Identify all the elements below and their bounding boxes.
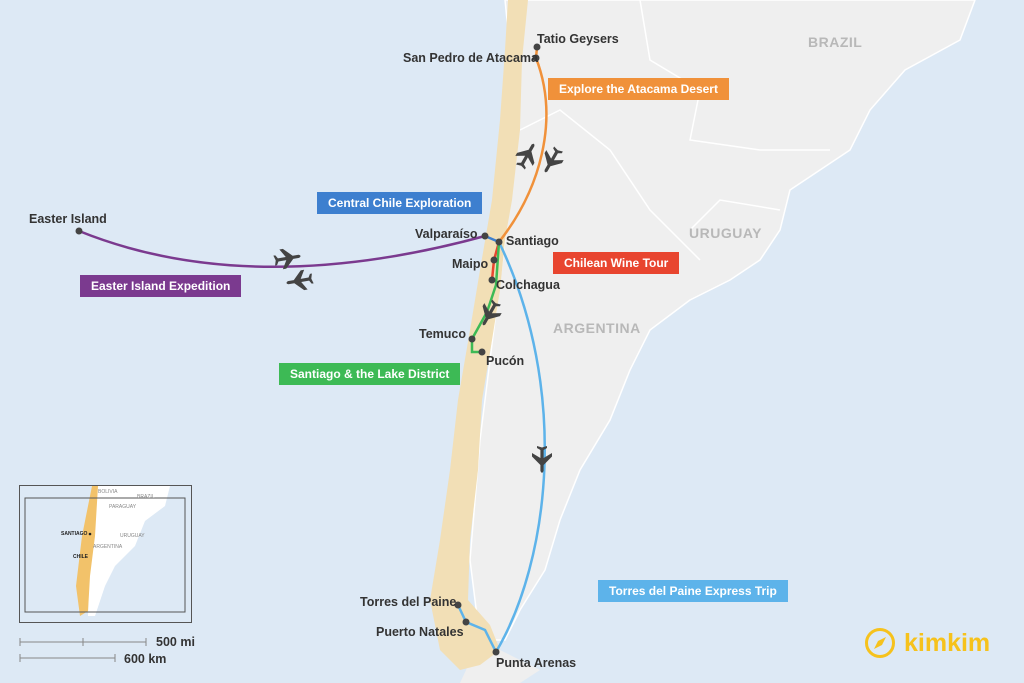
- route-lakes: [470, 241, 501, 354]
- route-atacama: [498, 46, 548, 243]
- inset-locator-map: BOLIVIA BRAZIL PARAGUAY SANTIAGO URUGUAY…: [19, 485, 192, 623]
- route-label-torres[interactable]: Torres del Paine Express Trip: [598, 580, 788, 602]
- place-maipo: Maipo: [452, 257, 489, 271]
- inset-label-uruguay: URUGUAY: [120, 533, 145, 539]
- plane-icon: [284, 268, 315, 293]
- scale-miles: 500 mi: [156, 635, 195, 649]
- route-easter: [78, 229, 486, 269]
- inset-label-argentina: ARGENTINA: [93, 544, 123, 550]
- place-temuco: Temuco: [419, 327, 466, 341]
- inset-label-santiago: SANTIAGO: [61, 531, 88, 537]
- place-markers: [75, 43, 541, 656]
- route-label-lakes[interactable]: Santiago & the Lake District: [279, 363, 461, 385]
- country-label-argentina: ARGENTINA: [553, 320, 641, 336]
- place-puerto-natales: Puerto Natales: [376, 625, 464, 639]
- place-punta-arenas: Punta Arenas: [496, 656, 577, 670]
- compass-icon: [865, 628, 895, 658]
- inset-label-bolivia: BOLIVIA: [98, 489, 118, 495]
- route-label-easter[interactable]: Easter Island Expedition: [80, 275, 242, 297]
- chile-land: [430, 0, 528, 670]
- route-label-atacama[interactable]: Explore the Atacama Desert: [548, 78, 729, 100]
- logo-text: kimkim: [904, 628, 991, 657]
- inset-label-chile: CHILE: [73, 554, 88, 560]
- inset-land: [24, 486, 186, 616]
- route-torres: [456, 241, 547, 653]
- place-san-pedro: San Pedro de Atacama: [403, 51, 539, 65]
- route-label-central[interactable]: Central Chile Exploration: [317, 192, 483, 214]
- country-label-uruguay: URUGUAY: [689, 225, 762, 241]
- inset-label-paraguay: PARAGUAY: [109, 504, 137, 510]
- border-lines: [639, 0, 830, 151]
- inset-label-brazil: BRAZIL: [137, 494, 155, 500]
- place-easter-island: Easter Island: [29, 212, 107, 226]
- kimkim-logo: kimkim: [864, 627, 990, 659]
- scale-bars: [19, 638, 147, 662]
- place-santiago: Santiago: [506, 234, 559, 248]
- route-label-wine[interactable]: Chilean Wine Tour: [553, 252, 680, 274]
- place-torres-del-paine: Torres del Paine: [360, 595, 457, 609]
- place-pucon: Pucón: [486, 354, 525, 368]
- country-label-brazil: BRAZIL: [808, 34, 863, 50]
- place-colchagua: Colchagua: [496, 278, 560, 292]
- place-valparaiso: Valparaíso: [415, 227, 478, 241]
- place-tatio-geysers: Tatio Geysers: [537, 32, 619, 46]
- scale-km: 600 km: [124, 652, 167, 666]
